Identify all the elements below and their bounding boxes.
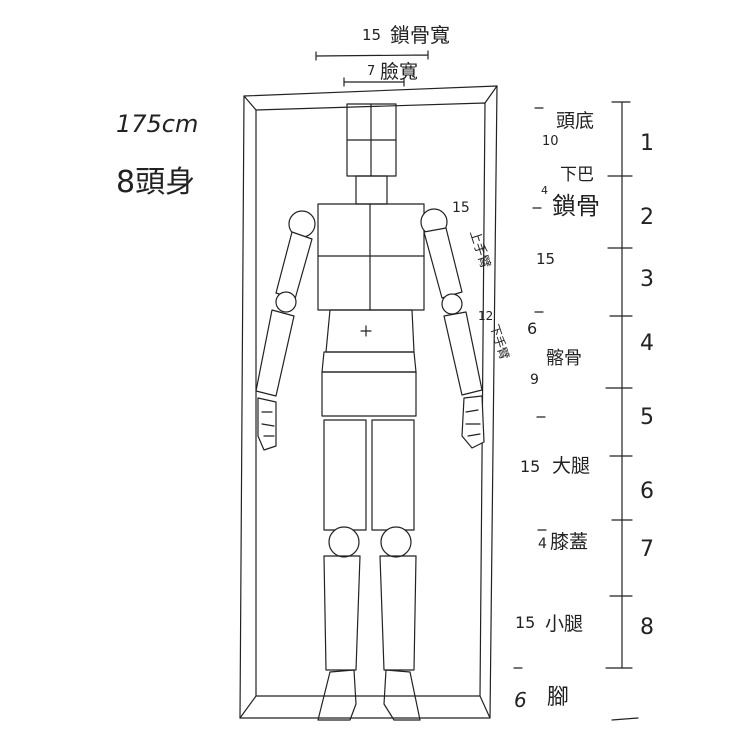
note-ticks	[513, 107, 547, 669]
left-elbow-joint	[275, 291, 297, 313]
upper-arm-label: 上手臂	[466, 229, 492, 271]
left-fingers	[261, 411, 275, 437]
right-fingers	[465, 409, 481, 437]
note-knee-value: 4	[538, 536, 547, 552]
note-head-bottom: 頭底	[556, 110, 594, 132]
note-foot: 腳	[547, 685, 569, 710]
right-shin	[379, 555, 417, 671]
note-thigh: 大腿	[552, 455, 590, 477]
scale-number-3: 3	[640, 267, 654, 292]
note-foot-value: 6	[514, 688, 527, 712]
right-forearm	[443, 311, 483, 396]
chest	[317, 203, 425, 311]
note-knee: 膝蓋	[550, 531, 588, 553]
right-elbow-joint	[441, 293, 463, 315]
note-waist-value: 6	[527, 319, 537, 338]
pelvis	[321, 371, 417, 417]
shoulder-width-line	[315, 50, 429, 61]
lower-arm-value: 12	[478, 309, 493, 323]
scale-number-8: 8	[640, 615, 654, 640]
scale-number-7: 7	[640, 537, 654, 562]
note-chin: 下巴	[560, 165, 594, 185]
shoulder-width-annotation: 15 鎖骨寬	[315, 23, 450, 61]
note-calf: 小腿	[545, 613, 583, 635]
head-scale: 1 2 3 4 5 6 7 8	[605, 101, 654, 721]
lower-arm-label: 下手臂	[487, 323, 511, 362]
scale-ticks	[605, 101, 639, 721]
figure-height: 175cm	[116, 110, 198, 138]
waist	[321, 351, 417, 373]
note-head-value: 10	[542, 134, 559, 149]
left-thigh	[323, 419, 367, 531]
body-notes: 頭底 10 下巴 4 鎖骨 15 6 髂骨 9 15 大腿 4 膝蓋 15 小腿…	[513, 107, 600, 712]
note-pelvis-value: 9	[530, 372, 539, 388]
face-width-line	[343, 77, 405, 87]
left-forearm	[255, 309, 295, 397]
face-width-label: 臉寬	[380, 61, 418, 83]
face-width-value: 7	[367, 64, 375, 79]
left-hand	[257, 397, 277, 451]
note-torso-value: 15	[536, 250, 555, 268]
navel-mark	[360, 325, 372, 337]
bounding-box	[239, 85, 498, 719]
note-collarbone-value: 4	[541, 184, 548, 197]
left-knee-joint	[328, 526, 360, 558]
shoulder-width-label: 鎖骨寬	[390, 23, 450, 47]
scale-number-4: 4	[640, 331, 654, 356]
right-hand	[461, 395, 485, 449]
left-upper-arm	[275, 231, 313, 300]
face-width-annotation: 7 臉寬	[343, 61, 418, 87]
upper-arm-value: 15	[452, 200, 470, 216]
note-collarbone: 鎖骨	[552, 192, 600, 220]
scale-number-2: 2	[640, 205, 654, 230]
right-thigh	[371, 419, 415, 531]
scale-number-6: 6	[640, 479, 654, 504]
scale-number-5: 5	[640, 405, 654, 430]
right-foot	[383, 669, 421, 721]
note-calf-value: 15	[515, 613, 535, 632]
head	[346, 103, 397, 177]
shoulder-width-value: 15	[362, 26, 381, 44]
scale-number-1: 1	[640, 131, 654, 156]
note-ilium: 髂骨	[546, 348, 582, 369]
right-knee-joint	[380, 526, 412, 558]
note-thigh-value: 15	[520, 457, 540, 476]
figure-head-count: 8頭身	[116, 165, 195, 200]
right-upper-arm	[423, 227, 463, 299]
left-foot	[317, 669, 357, 721]
left-shin	[323, 555, 361, 671]
neck	[355, 175, 388, 205]
